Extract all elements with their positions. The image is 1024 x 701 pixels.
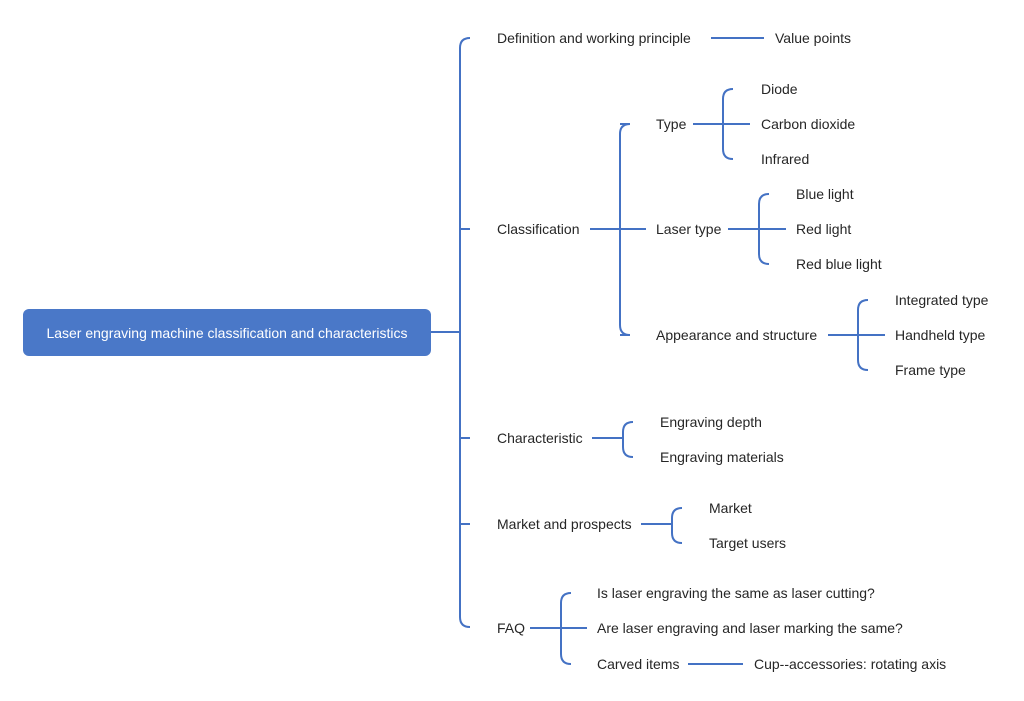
- subtopic-engraving-depth[interactable]: Engraving depth: [660, 414, 762, 430]
- leaf-blue-light[interactable]: Blue light: [796, 186, 854, 202]
- leaf-cup-rotating-axis[interactable]: Cup--accessories: rotating axis: [754, 656, 947, 672]
- subtopic-carved-items[interactable]: Carved items: [597, 656, 680, 672]
- root-topic[interactable]: Laser engraving machine classification a…: [23, 309, 431, 356]
- topic-classification[interactable]: Classification: [497, 221, 580, 237]
- subtopic-faq-marking[interactable]: Are laser engraving and laser marking th…: [597, 620, 903, 636]
- leaf-red-blue-light[interactable]: Red blue light: [796, 256, 882, 272]
- subtopic-market[interactable]: Market: [709, 500, 752, 516]
- leaf-diode[interactable]: Diode: [761, 81, 798, 97]
- subtopic-type[interactable]: Type: [656, 116, 687, 132]
- topic-market-prospects[interactable]: Market and prospects: [497, 516, 632, 532]
- subtopic-laser-type[interactable]: Laser type: [656, 221, 722, 237]
- leaf-handheld-type[interactable]: Handheld type: [895, 327, 986, 343]
- leaf-carbon-dioxide[interactable]: Carbon dioxide: [761, 116, 856, 132]
- leaf-integrated-type[interactable]: Integrated type: [895, 292, 989, 308]
- leaf-frame-type[interactable]: Frame type: [895, 362, 966, 378]
- subtopic-faq-cutting[interactable]: Is laser engraving the same as laser cut…: [597, 585, 875, 601]
- topic-definition[interactable]: Definition and working principle: [497, 30, 691, 46]
- leaf-infrared[interactable]: Infrared: [761, 151, 810, 167]
- subtopic-appearance-structure[interactable]: Appearance and structure: [656, 327, 818, 343]
- subtopic-engraving-materials[interactable]: Engraving materials: [660, 449, 784, 465]
- topic-characteristic[interactable]: Characteristic: [497, 430, 583, 446]
- leaf-red-light[interactable]: Red light: [796, 221, 852, 237]
- topic-faq[interactable]: FAQ: [497, 620, 526, 636]
- subtopic-target-users[interactable]: Target users: [709, 535, 787, 551]
- subtopic-value-points[interactable]: Value points: [775, 30, 852, 46]
